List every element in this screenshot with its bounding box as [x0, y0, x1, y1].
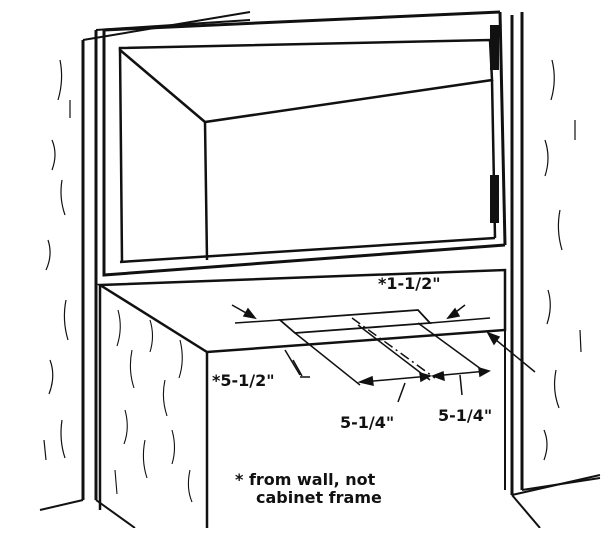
dimension-lines [231, 304, 536, 403]
right-wall-frame [510, 12, 601, 529]
hinge-top [490, 25, 499, 70]
label-top-offset: *1-1/2" [378, 274, 441, 293]
footnote-line-2: cabinet frame [256, 488, 382, 507]
label-side-offset: *5-1/2" [212, 371, 275, 390]
label-width-right: 5-1/4" [438, 406, 492, 425]
upper-cabinet [102, 10, 507, 277]
right-wall-texture [543, 59, 582, 461]
footnote-line-1: * from wall, not [235, 470, 376, 489]
base-cabinet-texture [114, 309, 193, 503]
left-wall-texture [43, 59, 71, 461]
template-cutout [277, 309, 432, 334]
label-width-left: 5-1/4" [340, 413, 394, 432]
left-wall-frame [39, 11, 251, 529]
base-cabinet [95, 268, 507, 528]
hinge-bottom [490, 175, 499, 223]
